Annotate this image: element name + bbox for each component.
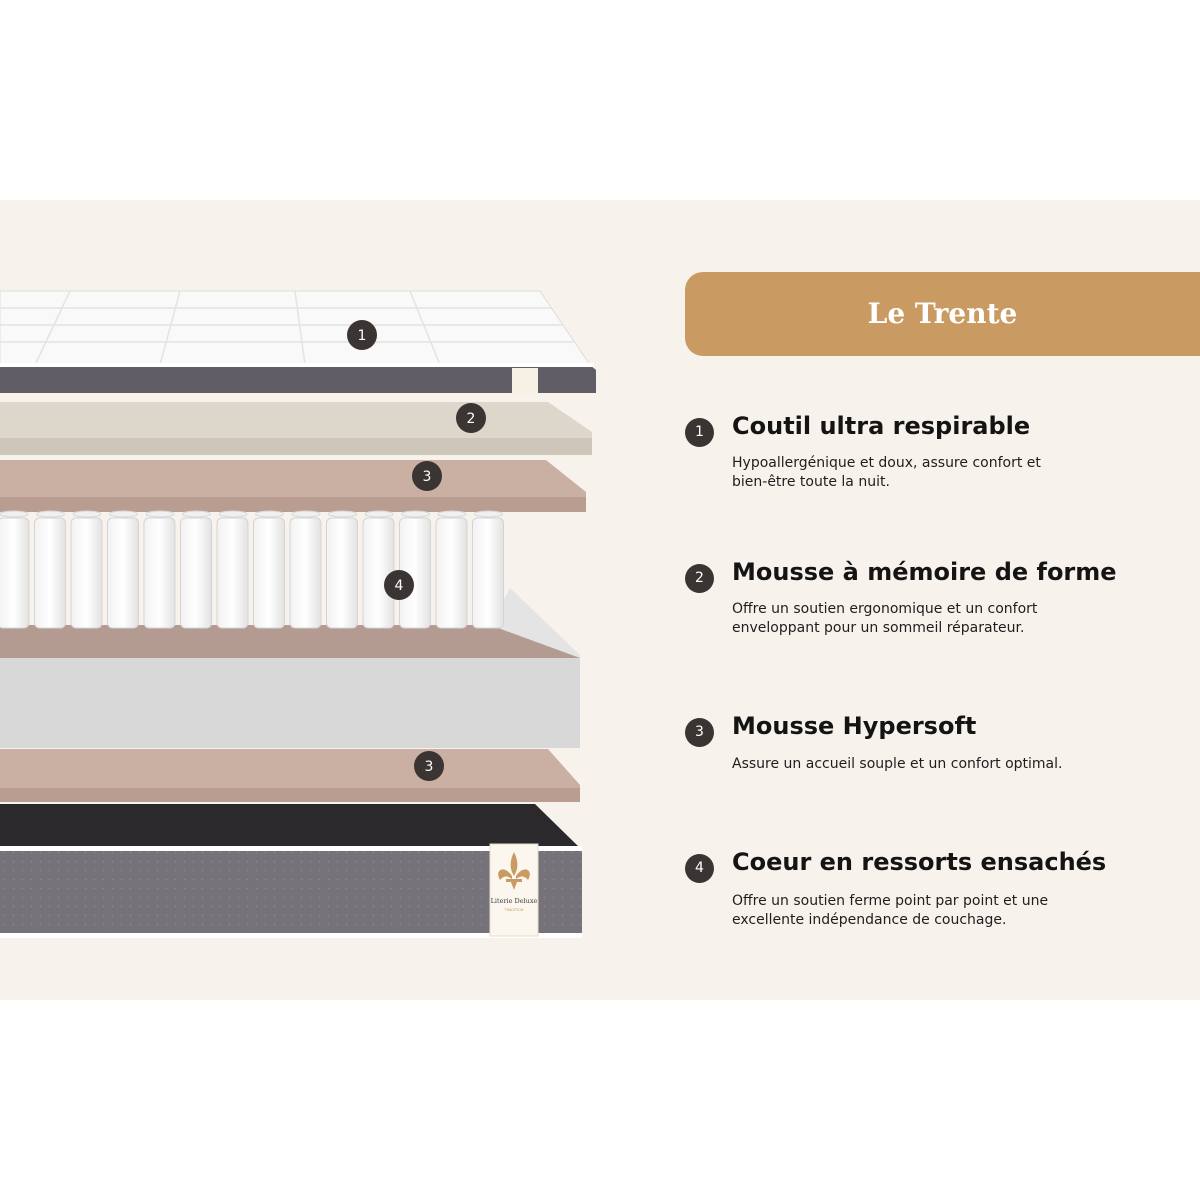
- feature-number-badge: 3: [685, 718, 714, 747]
- spring-coil-top: [328, 510, 357, 518]
- svg-text:3: 3: [425, 759, 434, 775]
- feature-description-line: Offre un soutien ferme point par point e…: [732, 893, 1049, 909]
- feature-number-badge: 1: [685, 418, 714, 447]
- feature-description-line: Assure un accueil souple et un confort o…: [732, 756, 1063, 772]
- fleur-de-lis-logo: [498, 852, 530, 890]
- feature-number-badge: 4: [685, 854, 714, 883]
- layer-memory-foam: [0, 402, 592, 455]
- spring-coil-top: [36, 510, 65, 518]
- layer-base: Literie Deluxe TRADITION: [0, 804, 582, 938]
- feature-description-line: excellente indépendance de couchage.: [732, 912, 1007, 928]
- spring-coil: [253, 517, 285, 629]
- brand-label: Literie Deluxe TRADITION: [489, 843, 539, 937]
- feature-title: Coeur en ressorts ensachés: [732, 848, 1107, 876]
- spring-coil-top: [182, 510, 211, 518]
- spring-coil: [143, 517, 176, 629]
- spring-coil: [70, 517, 103, 629]
- feature-description-line: Offre un soutien ergonomique et un confo…: [732, 601, 1038, 617]
- spring-coil-top: [437, 510, 467, 518]
- spring-coil-top: [255, 510, 284, 518]
- spring-coil-top: [291, 510, 321, 518]
- spring-coil: [180, 517, 212, 629]
- feature-description-line: bien-être toute la nuit.: [732, 474, 890, 490]
- spring-coil-top: [109, 510, 138, 518]
- svg-text:1: 1: [358, 328, 367, 344]
- spring-coil: [107, 517, 139, 629]
- layer-pocket-springs: [0, 510, 580, 748]
- spring-coil: [362, 517, 395, 629]
- feature-description-line: enveloppant pour un sommeil réparateur.: [732, 620, 1025, 636]
- spring-coil: [34, 517, 66, 629]
- layer-cover: [0, 290, 596, 393]
- spring-coil-top: [474, 510, 503, 518]
- spring-coil-top: [401, 510, 430, 518]
- product-title: Le Trente: [867, 297, 1018, 330]
- layer-hypersoft-bottom: [0, 749, 580, 802]
- spring-coil-top: [0, 510, 29, 518]
- spring-coil: [216, 517, 249, 629]
- svg-text:3: 3: [423, 469, 432, 485]
- spring-coil: [326, 517, 358, 629]
- feature-title: Mousse Hypersoft: [732, 712, 977, 740]
- spring-coil-top: [218, 510, 248, 518]
- product-title-banner: Le Trente: [685, 272, 1200, 356]
- brand-label-subtitle: TRADITION: [503, 908, 523, 912]
- layer-marker-3-top: 3: [412, 461, 442, 491]
- brand-label-name: Literie Deluxe: [491, 897, 538, 905]
- feature-title: Coutil ultra respirable: [732, 412, 1031, 440]
- svg-text:2: 2: [467, 411, 476, 427]
- mattress-layers-illustration: Literie Deluxe TRADITION 1 2 3 4 3: [0, 290, 596, 938]
- spring-coil: [435, 517, 468, 629]
- layer-marker-3-bottom: 3: [414, 751, 444, 781]
- spring-coil-top: [364, 510, 394, 518]
- spring-coil: [472, 517, 504, 629]
- spring-coils: [0, 510, 504, 629]
- spring-coil-top: [72, 510, 102, 518]
- layer-marker-1: 1: [347, 320, 377, 350]
- feature-description-line: Hypoallergénique et doux, assure confort…: [732, 455, 1041, 471]
- svg-text:4: 4: [395, 578, 404, 594]
- feature-number-badge: 2: [685, 564, 714, 593]
- spring-coil-top: [145, 510, 175, 518]
- spring-coil: [289, 517, 322, 629]
- feature-title: Mousse à mémoire de forme: [732, 558, 1117, 586]
- layer-marker-4: 4: [384, 570, 414, 600]
- layer-marker-2: 2: [456, 403, 486, 433]
- spring-coil: [0, 517, 30, 629]
- layer-hypersoft-top: [0, 460, 586, 512]
